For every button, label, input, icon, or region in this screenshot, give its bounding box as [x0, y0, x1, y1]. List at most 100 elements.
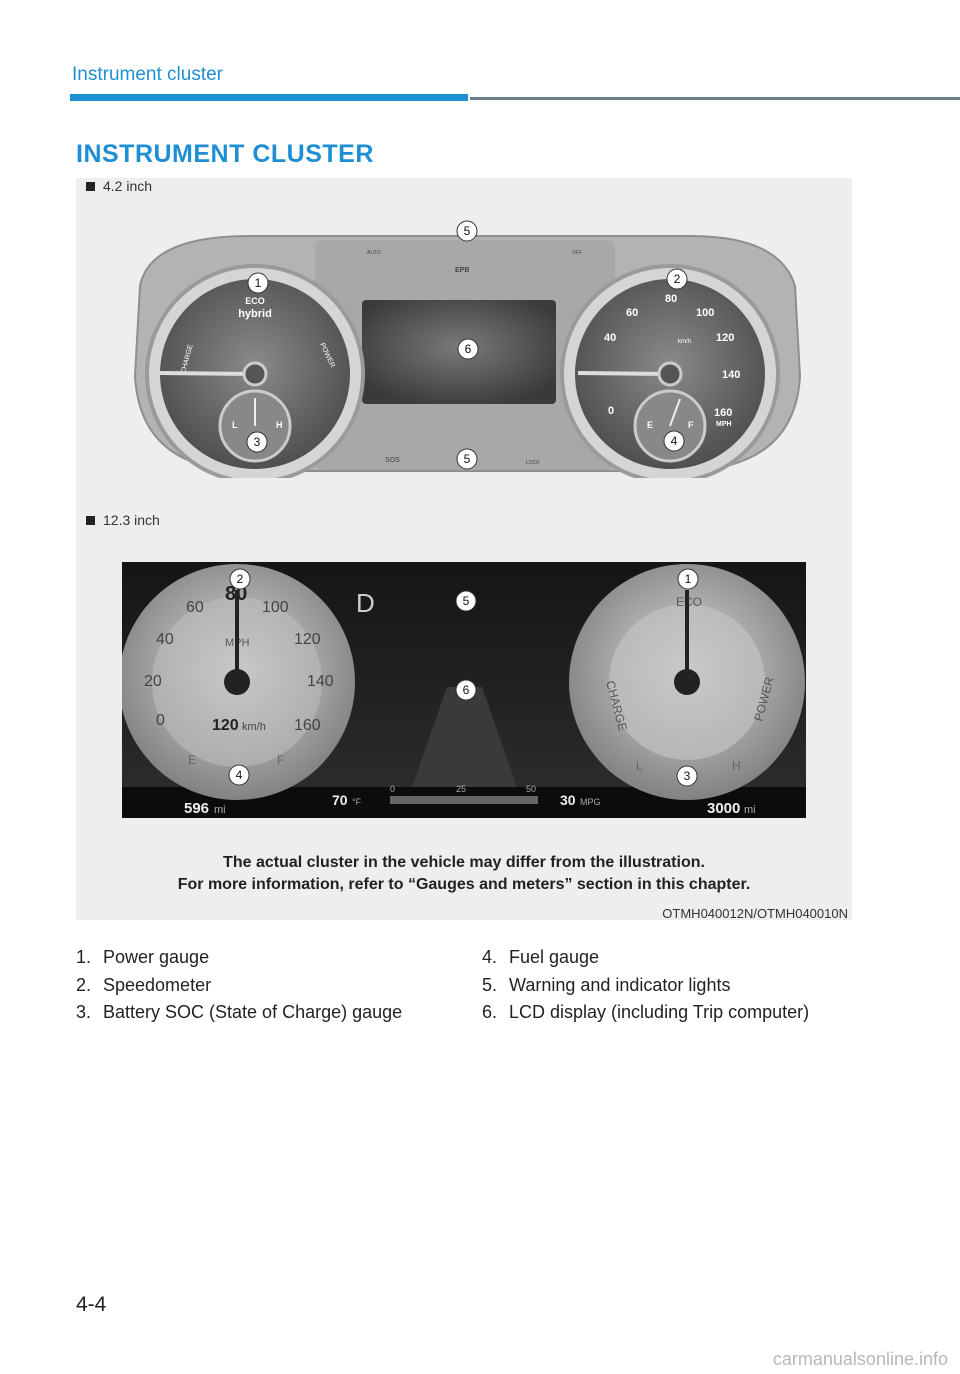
list-item: 1.Power gauge: [76, 947, 210, 967]
indicator-off: OFF: [572, 250, 582, 256]
lg-callout-5: 5: [455, 590, 477, 612]
svg-text:3: 3: [684, 769, 691, 783]
svg-text:2: 2: [674, 272, 681, 286]
figure-code: OTMH040012N/OTMH040010N: [662, 906, 848, 921]
callout-6: 6: [457, 338, 479, 360]
header-bar-accent: [70, 94, 468, 101]
lg-tick-20: 20: [144, 673, 162, 690]
figure-label-small: 4.2 inch: [86, 178, 152, 194]
figure-label-large: 12.3 inch: [86, 512, 160, 528]
speed-unit: MPH: [716, 421, 732, 428]
lg-callout-6: 6: [455, 679, 477, 701]
callout-2: 2: [666, 268, 688, 290]
page-number: 4-4: [76, 1293, 107, 1316]
label-small-text: 4.2 inch: [103, 178, 153, 194]
lg-callout-4: 4: [228, 764, 250, 786]
speed-inner-unit: km/h: [678, 339, 691, 345]
soc-right-label: H: [276, 420, 283, 430]
list-item: 2.Speedometer: [76, 974, 212, 995]
svg-text:2: 2: [237, 572, 244, 586]
lg-tick-140: 140: [307, 673, 334, 690]
speed-tick-60: 60: [626, 307, 638, 319]
svg-text:5: 5: [464, 452, 471, 466]
label-bullet: [86, 515, 95, 525]
lg-fuel-right: F: [277, 753, 284, 767]
odo-value: 3000: [707, 800, 740, 817]
odo-unit: mi: [744, 804, 756, 816]
speed-tick-0: 0: [608, 405, 614, 417]
scale-50: 50: [526, 784, 536, 794]
speed-tick-100: 100: [696, 307, 714, 319]
lg-kmh-unit: km/h: [242, 721, 266, 733]
lg-fuel-left: E: [188, 753, 196, 767]
lg-tick-160: 160: [294, 717, 321, 734]
figure-note-line-1: The actual cluster in the vehicle may di…: [223, 854, 705, 871]
lg-tick-60: 60: [186, 599, 204, 616]
speed-tick-40: 40: [604, 332, 616, 344]
legend-list-right: 4.Fuel gauge 5.Warning and indicator lig…: [482, 944, 809, 1027]
fuel-needle: [669, 398, 681, 427]
range-value: 596: [184, 800, 209, 817]
watermark: carmanualsonline.info: [772, 1349, 948, 1369]
indicator-auto: AUTO: [367, 250, 381, 256]
indicator-lock: LOCK: [526, 460, 540, 466]
power-needle: [159, 371, 256, 376]
lg-tick-100: 100: [262, 599, 289, 616]
power-eco-label: ECO: [245, 296, 265, 306]
lg-speed-hub: [224, 669, 250, 695]
svg-text:3: 3: [254, 435, 261, 449]
power-hub: [242, 361, 268, 387]
figure-note-line-2: For more information, refer to “Gauges a…: [177, 876, 751, 893]
lg-power-eco: ECO: [676, 595, 702, 609]
callout-4: 4: [663, 430, 685, 452]
power-hybrid-label: hybrid: [238, 308, 272, 320]
scale-25: 25: [456, 784, 466, 794]
speed-tick-140: 140: [722, 369, 740, 381]
list-item: 5.Warning and indicator lights: [482, 974, 731, 995]
lg-soc-left: L: [636, 759, 643, 773]
list-item: 4.Fuel gauge: [482, 947, 600, 967]
svg-text:1: 1: [685, 572, 692, 586]
temp-value: 70: [332, 792, 348, 808]
road-graphic: [412, 687, 517, 787]
label-bullet: [86, 181, 95, 191]
lg-tick-40: 40: [156, 631, 174, 648]
callout-3: 3: [246, 431, 268, 453]
svg-text:4: 4: [236, 768, 243, 782]
lg-tick-0: 0: [156, 712, 165, 729]
cluster-illustration-12-3-inch: 0 20 40 60 100 120 140 160 80 MPH 120 km…: [122, 562, 806, 818]
indicator-epb: EPB: [455, 267, 469, 274]
lg-callout-3: 3: [676, 765, 698, 787]
speed-hub: [657, 361, 683, 387]
svg-text:5: 5: [464, 224, 471, 238]
header-title: Instrument cluster: [72, 64, 223, 85]
svg-text:6: 6: [463, 683, 470, 697]
label-large-text: 12.3 inch: [103, 512, 160, 528]
lg-soc-right: H: [732, 759, 741, 773]
speed-tick-120: 120: [716, 332, 734, 344]
lg-callout-1: 1: [677, 568, 699, 590]
svg-text:5: 5: [463, 594, 470, 608]
soc-left-label: L: [232, 420, 238, 430]
header-bar-rule: [470, 97, 960, 100]
fuel-left-label: E: [647, 420, 653, 430]
indicator-sos: SOS: [385, 457, 400, 464]
svg-text:4: 4: [671, 434, 678, 448]
list-item: 6.LCD display (including Trip computer): [482, 1002, 810, 1022]
scale-bar: [390, 796, 538, 804]
section-title: INSTRUMENT CLUSTER: [76, 140, 374, 168]
lg-callout-2: 2: [229, 568, 251, 590]
fuel-right-label: F: [688, 420, 694, 430]
scale-0: 0: [390, 784, 395, 794]
speed-tick-160: 160: [714, 407, 732, 419]
speed-needle: [577, 371, 671, 376]
svg-text:6: 6: [465, 342, 472, 356]
range-unit: mi: [214, 804, 226, 816]
svg-text:1: 1: [255, 276, 262, 290]
legend-list-left: 1.Power gauge 2.Speedometer 3.Battery SO…: [76, 944, 402, 1027]
callout-5-bottom: 5: [456, 448, 478, 470]
callout-5-top: 5: [456, 220, 478, 242]
lg-kmh-value: 120: [212, 717, 239, 734]
temp-unit: °F: [352, 797, 362, 807]
mpg-unit: MPG: [580, 797, 601, 807]
